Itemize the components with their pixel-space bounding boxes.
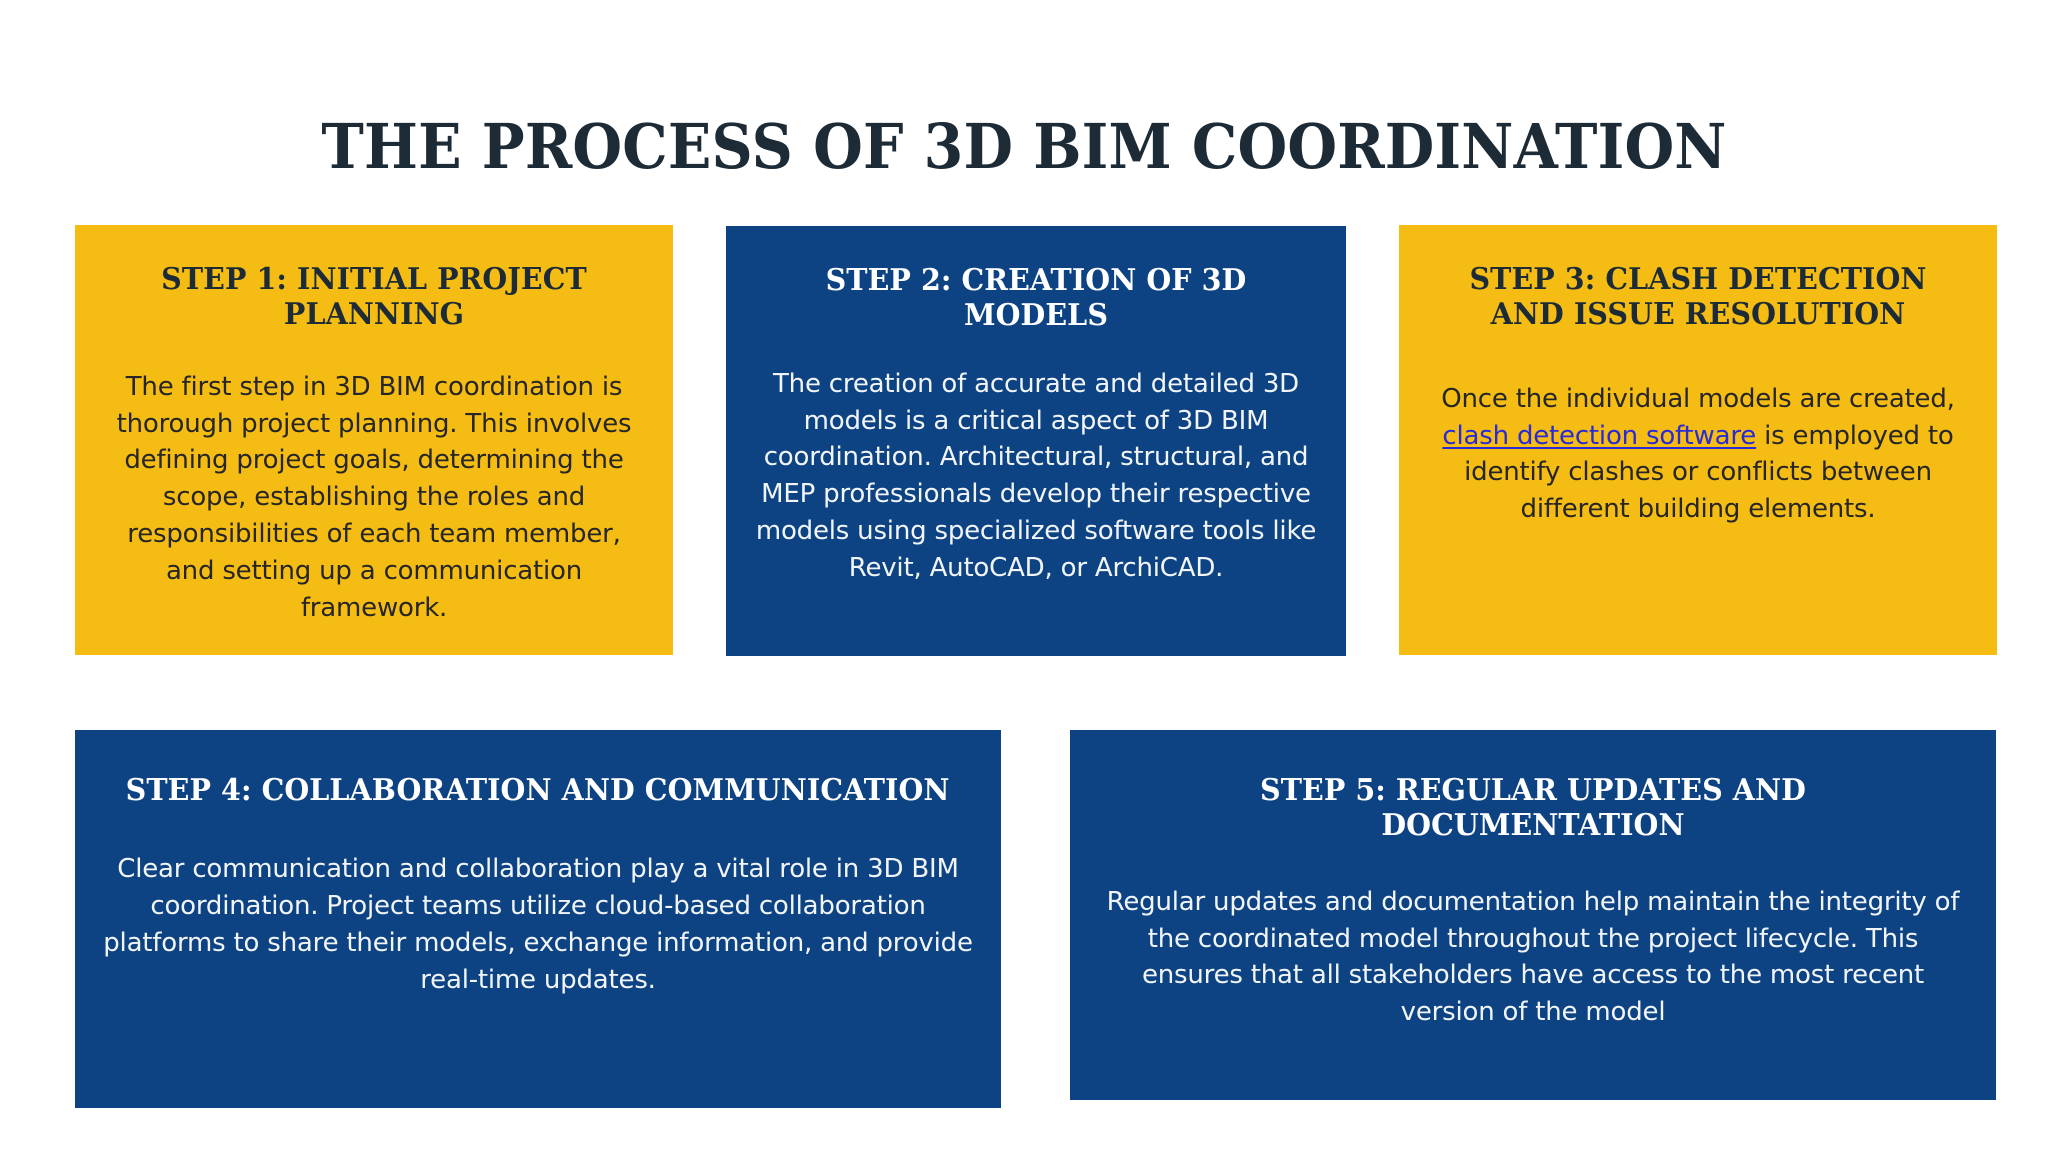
step-card-4: STEP 4: COLLABORATION AND COMMUNICATION … bbox=[75, 730, 1001, 1108]
step-card-3-body: Once the individual models are created, … bbox=[1425, 381, 1971, 529]
step-card-3-title: STEP 3: CLASH DETECTION AND ISSUE RESOLU… bbox=[1469, 262, 1927, 332]
page-title: THE PROCESS OF 3D BIM COORDINATION bbox=[321, 109, 1727, 183]
step-card-1-body: The first step in 3D BIM coordination is… bbox=[116, 371, 632, 624]
step-card-3-body-text-after: is employed to identify clashes or confl… bbox=[1464, 420, 1954, 525]
step-card-2-body: The creation of accurate and detailed 3D… bbox=[755, 368, 1317, 584]
step-card-5: STEP 5: REGULAR UPDATES AND DOCUMENTATIO… bbox=[1070, 730, 1996, 1100]
step-card-3: STEP 3: CLASH DETECTION AND ISSUE RESOLU… bbox=[1399, 225, 1997, 655]
step-card-1: STEP 1: INITIAL PROJECT PLANNING The fir… bbox=[75, 225, 673, 655]
step-card-3-body-text-before: Once the individual models are created, bbox=[1441, 383, 1955, 414]
step-card-2: STEP 2: CREATION OF 3D MODELS The creati… bbox=[726, 226, 1346, 656]
step-card-4-body: Clear communication and collaboration pl… bbox=[103, 853, 973, 995]
step-card-1-title: STEP 1: INITIAL PROJECT PLANNING bbox=[161, 262, 587, 332]
step-card-5-body: Regular updates and documentation help m… bbox=[1106, 886, 1960, 1028]
step-card-2-title: STEP 2: CREATION OF 3D MODELS bbox=[825, 263, 1247, 333]
clash-detection-software-link[interactable]: clash detection software bbox=[1442, 420, 1757, 451]
step-card-4-title: STEP 4: COLLABORATION AND COMMUNICATION bbox=[126, 773, 950, 808]
step-card-5-title: STEP 5: REGULAR UPDATES AND DOCUMENTATIO… bbox=[1260, 773, 1806, 843]
